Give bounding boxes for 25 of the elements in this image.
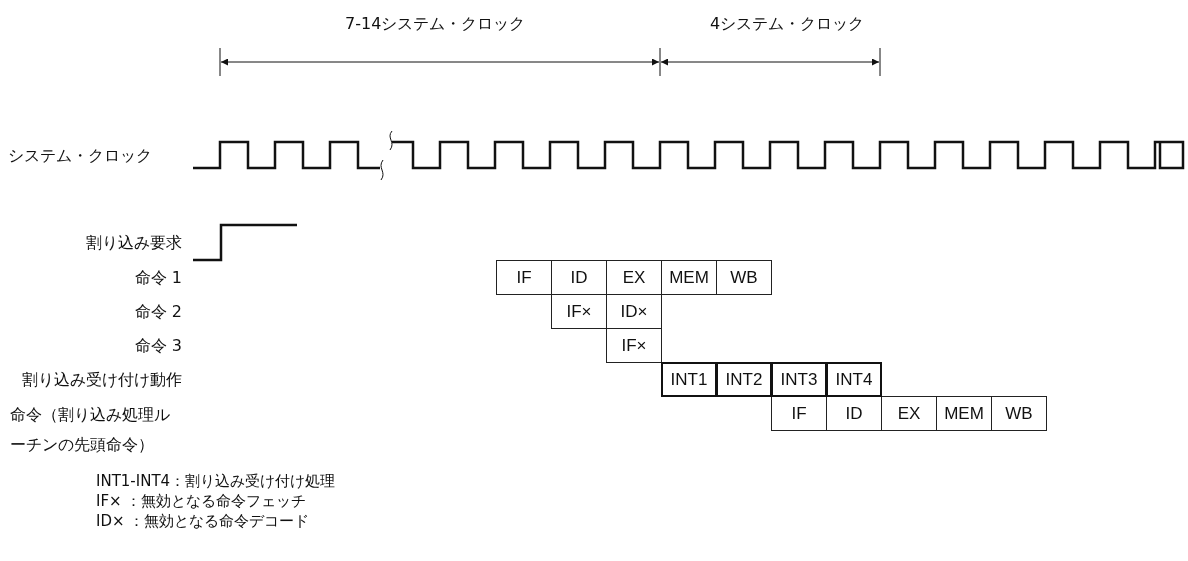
- stage-cell: INT2: [716, 362, 772, 397]
- note: INT1-INT4：割り込み受け付け処理: [96, 472, 336, 491]
- dimension-label: 4システム・クロック: [710, 14, 865, 35]
- stage-cell: INT4: [826, 362, 882, 397]
- row-label: 命令 2: [133, 302, 182, 323]
- stage-cell: IF×: [606, 328, 662, 363]
- note: ID× ：無効となる命令デコード: [96, 512, 310, 531]
- dimension-label: 7-14システム・クロック: [345, 14, 526, 35]
- row-label: 命令（割り込み処理ルーチンの先頭命令）: [10, 404, 171, 456]
- stage-cell: IF×: [551, 294, 607, 329]
- stage-cell: WB: [716, 260, 772, 295]
- note: IF× ：無効となる命令フェッチ: [96, 492, 307, 511]
- stage-cell: INT3: [771, 362, 827, 397]
- stage-cell: INT1: [661, 362, 717, 397]
- stage-cell: IF: [496, 260, 552, 295]
- stage-cell: MEM: [936, 396, 992, 431]
- stage-cell: WB: [991, 396, 1047, 431]
- stage-cell: MEM: [661, 260, 717, 295]
- stage-cell: IF: [771, 396, 827, 431]
- stage-cell: EX: [881, 396, 937, 431]
- row-label: 割り込み要求: [85, 233, 182, 254]
- row-label: 命令 3: [133, 336, 182, 357]
- row-label: 割り込み受け付け動作: [21, 370, 182, 391]
- signal-label: システム・クロック: [8, 146, 152, 167]
- row-label: 命令 1: [133, 268, 182, 289]
